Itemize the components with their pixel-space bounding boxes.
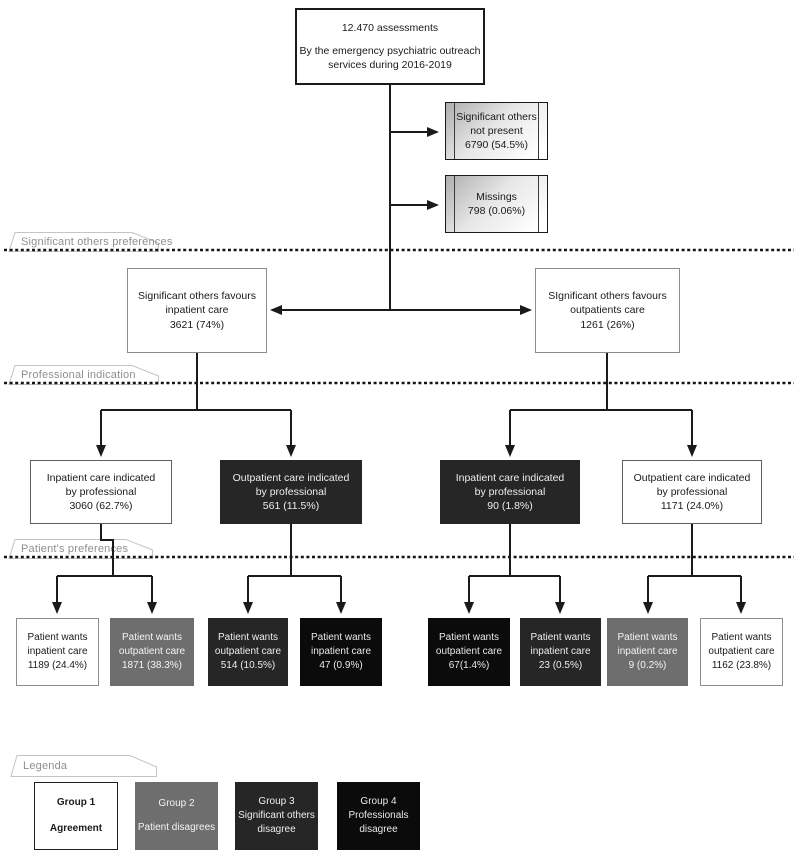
patient-leaf-1-inpatient-agreement: Patient wants inpatient care 1189 (24.4%…	[16, 618, 99, 686]
node-label: Patient wants outpatient care	[708, 632, 775, 657]
exclusion-label: Significant others not present	[456, 110, 537, 137]
node-value: 1189 (24.4%)	[27, 660, 88, 671]
prof-inpatient-left-box: Inpatient care indicated by professional…	[30, 460, 172, 524]
exclusion-value: 798 (0.06%)	[467, 205, 526, 217]
tag-banner-shape	[8, 232, 159, 252]
tag-banner-shape	[8, 365, 159, 385]
legend-title: Group 4	[360, 796, 397, 807]
node-value: 514 (10.5%)	[220, 660, 276, 671]
flow-arrows	[52, 85, 746, 614]
node-label: Inpatient care indicated by professional	[455, 471, 565, 498]
node-label: SIgnificant others favours outpatients c…	[548, 290, 667, 317]
patient-leaf-5-outpatient-professionals-disagree: Patient wants outpatient care 67(1.4%)	[428, 618, 510, 686]
node-value: 561 (11.5%)	[262, 500, 320, 513]
node-label: Outpatient care indicated by professiona…	[633, 471, 751, 498]
legend-title: Group 3	[258, 796, 295, 807]
section-tag-legenda: Legenda	[10, 755, 164, 777]
patient-leaf-2-outpatient-patient-disagrees: Patient wants outpatient care 1871 (38.3…	[110, 618, 194, 686]
node-value: 90 (1.8%)	[487, 500, 533, 513]
patient-leaf-6-inpatient-so-disagree: Patient wants inpatient care 23 (0.5%)	[520, 618, 601, 686]
legend-desc: Professionals disagree	[348, 810, 409, 835]
node-value: 3060 (62.7%)	[69, 500, 133, 513]
legend-group-3-significant-others-disagree: Group 3 Significant others disagree	[235, 782, 318, 850]
section-label: Legenda	[23, 760, 68, 772]
root-title: 12.470 assessments	[341, 21, 439, 34]
prof-inpatient-right-box: Inpatient care indicated by professional…	[440, 460, 580, 524]
section-tag-patients-preferences: Patient's preferences	[8, 539, 160, 559]
prof-outpatient-right-box: Outpatient care indicated by professiona…	[622, 460, 762, 524]
node-label: Outpatient care indicated by professiona…	[232, 471, 350, 498]
patient-leaf-3-outpatient-so-disagree: Patient wants outpatient care 514 (10.5%…	[208, 618, 288, 686]
node-value: 1171 (24.0%)	[660, 500, 724, 513]
legend-desc: Significant others disagree	[238, 810, 315, 835]
patient-leaf-4-inpatient-professionals-disagree: Patient wants inpatient care 47 (0.9%)	[300, 618, 382, 686]
legend-desc: Agreement	[49, 823, 103, 834]
legend-group-2-patient-disagrees: Group 2 Patient disagrees	[135, 782, 218, 850]
root-subtitle: By the emergency psychiatric outreach se…	[299, 44, 481, 72]
patient-leaf-8-outpatient-agreement: Patient wants outpatient care 1162 (23.8…	[700, 618, 783, 686]
node-label: Patient wants inpatient care	[617, 632, 678, 657]
node-value: 1261 (26%)	[580, 318, 635, 331]
node-label: Patient wants outpatient care	[435, 632, 503, 657]
legend-title: Group 2	[158, 798, 195, 809]
node-value: 1871 (38.3%)	[121, 660, 183, 671]
exclusion-label: Missings	[476, 190, 517, 203]
node-value: 1162 (23.8%)	[711, 660, 772, 671]
legend-title: Group 1	[56, 797, 96, 808]
so-favours-inpatient-box: Significant others favours inpatient car…	[127, 268, 267, 353]
patient-leaf-7-inpatient-patient-disagrees: Patient wants inpatient care 9 (0.2%)	[607, 618, 688, 686]
legend-group-4-professionals-disagree: Group 4 Professionals disagree	[337, 782, 420, 850]
exclusion-value: 6790 (54.5%)	[464, 139, 529, 152]
node-label: Patient wants inpatient care	[27, 632, 88, 657]
node-value: 67(1.4%)	[448, 660, 490, 671]
node-label: Inpatient care indicated by professional	[46, 471, 156, 498]
section-label: Patient's preferences	[21, 543, 129, 555]
section-label: Significant others preferences	[21, 236, 173, 248]
node-value: 3621 (74%)	[169, 318, 225, 331]
section-tag-professional-indication: Professional indication	[8, 365, 166, 385]
node-value: 47 (0.9%)	[319, 660, 363, 671]
exclusion-box-significant-others-not-present: Significant others not present 6790 (54.…	[445, 102, 548, 160]
node-label: Patient wants inpatient care	[310, 632, 372, 657]
node-label: Significant others favours inpatient car…	[138, 290, 256, 317]
legend-desc: Patient disagrees	[137, 822, 216, 833]
node-label: Patient wants outpatient care	[214, 632, 282, 657]
section-label: Professional indication	[21, 369, 136, 381]
node-label: Patient wants outpatient care	[118, 632, 186, 657]
node-value: 9 (0.2%)	[628, 660, 667, 671]
node-label: Patient wants inpatient care	[530, 632, 591, 657]
section-separator-lines	[4, 248, 794, 559]
node-value: 23 (0.5%)	[538, 660, 583, 671]
prof-outpatient-left-box: Outpatient care indicated by professiona…	[220, 460, 362, 524]
exclusion-box-missings: Missings 798 (0.06%)	[445, 175, 548, 233]
so-favours-outpatient-box: SIgnificant others favours outpatients c…	[535, 268, 680, 353]
root-assessments-box: 12.470 assessments By the emergency psyc…	[295, 8, 485, 85]
legend-group-1-agreement: Group 1 Agreement	[34, 782, 118, 850]
tag-banner-shape	[10, 755, 157, 777]
section-tag-significant-others-preferences: Significant others preferences	[8, 232, 172, 252]
